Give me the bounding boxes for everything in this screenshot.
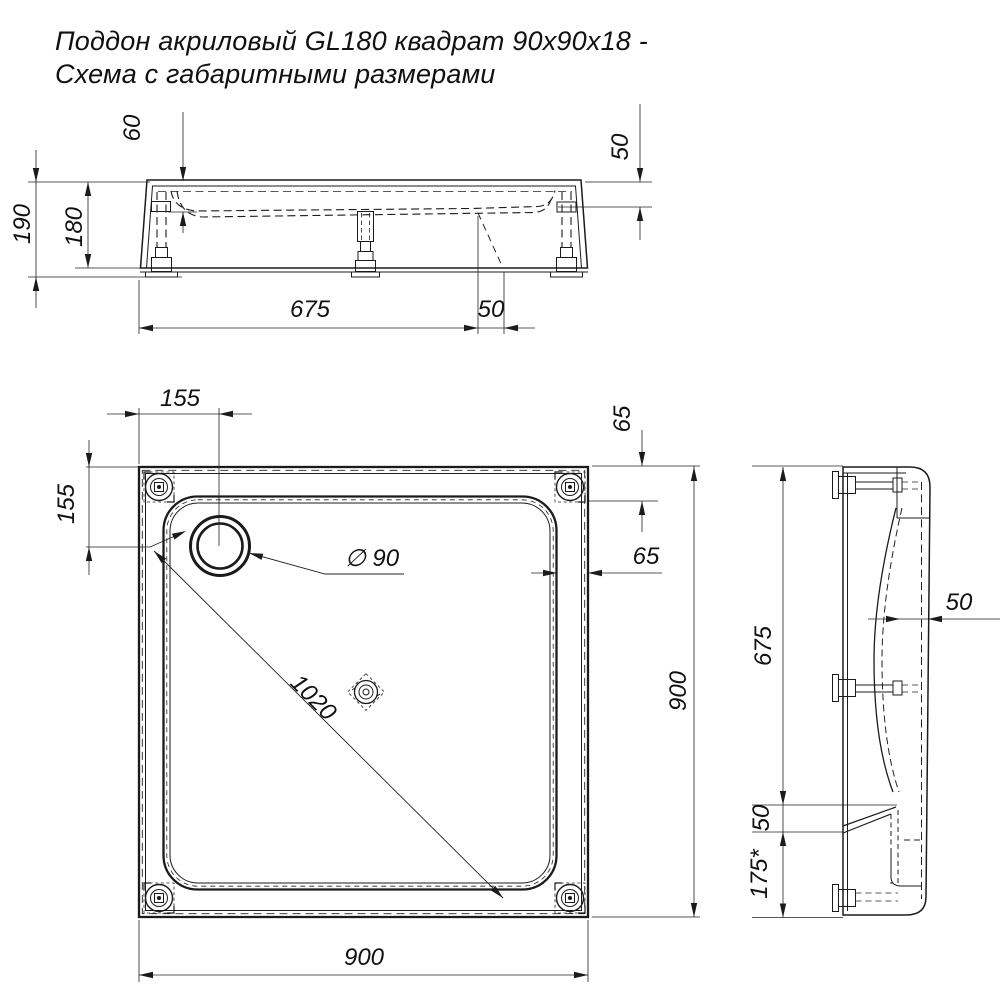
drawing-title: Поддон акриловый GL180 квадрат 90x90x18 … [55,26,648,89]
dim-plan-drain-y: 155 [53,440,150,575]
dim-label-diameter: ∅ 90 [345,545,400,572]
title-line-2: Схема с габаритными размерами [55,59,496,89]
dim-plan-foot-offset: 65 [588,405,658,532]
dim-label-155-top: 155 [160,385,201,412]
plan-outline [137,465,590,919]
dim-front-span: 675 50 [138,216,535,334]
drain-circle [189,515,251,577]
dim-front-depth-left: 60 [119,112,197,233]
front-left-foot [145,192,178,278]
dim-label-1020: 1020 [285,669,342,726]
dim-label-65-top: 65 [609,405,636,432]
corner-foot-top-right [554,471,586,503]
dim-plan-width: 900 [138,920,589,982]
dim-label-900-bottom: 900 [344,944,385,971]
dim-label-900-right: 900 [665,670,692,711]
dim-side-stack: 675 50 175* [746,465,897,918]
side-outline [842,466,931,916]
side-middle-foot [832,674,919,702]
dim-label-50-wall: 50 [946,589,973,616]
front-center-foot [351,211,380,278]
dim-drain-diameter: ∅ 90 [248,545,404,575]
dim-label-50-front: 50 [478,296,505,323]
dim-label-60: 60 [119,114,146,141]
corner-foot-bottom-right [554,882,586,914]
dim-front-height-body: 180 [61,182,143,269]
dim-label-675-front: 675 [290,296,331,323]
title-line-1: Поддон акриловый GL180 квадрат 90x90x18 … [55,26,648,56]
corner-foot-bottom-left [143,882,175,914]
center-foot [347,673,385,711]
dim-label-180: 180 [61,206,88,247]
dim-front-depth-right: 50 [558,104,652,240]
side-top-foot [832,471,919,499]
dim-label-175-side: 175* [746,849,773,899]
corner-foot-top-left [143,471,175,503]
dim-plan-wall-offset: 65 [531,543,662,577]
side-bottom-foot [832,884,898,912]
dim-plan-diagonal: 1020 [149,528,506,901]
plan-basin [162,495,558,891]
front-view: 60 50 190 180 [9,104,652,334]
dim-label-50-side: 50 [748,804,775,831]
dim-label-155-left: 155 [53,483,80,524]
front-right-foot [550,192,583,278]
dim-plan-depth: 900 [592,465,700,918]
plan-view: 155 155 65 65 [53,385,700,982]
dim-label-190: 190 [9,203,36,244]
dim-plan-drain-x: 155 [107,385,252,546]
dim-label-65-right: 65 [633,543,660,570]
dim-label-50-right: 50 [607,133,634,160]
side-view: 675 50 175* 50 [746,465,1000,918]
dim-front-height-overall: 190 [9,150,182,308]
dim-side-wall-gap: 50 [868,589,1000,623]
dim-label-675-side: 675 [750,625,777,666]
front-body-outline [139,179,589,273]
